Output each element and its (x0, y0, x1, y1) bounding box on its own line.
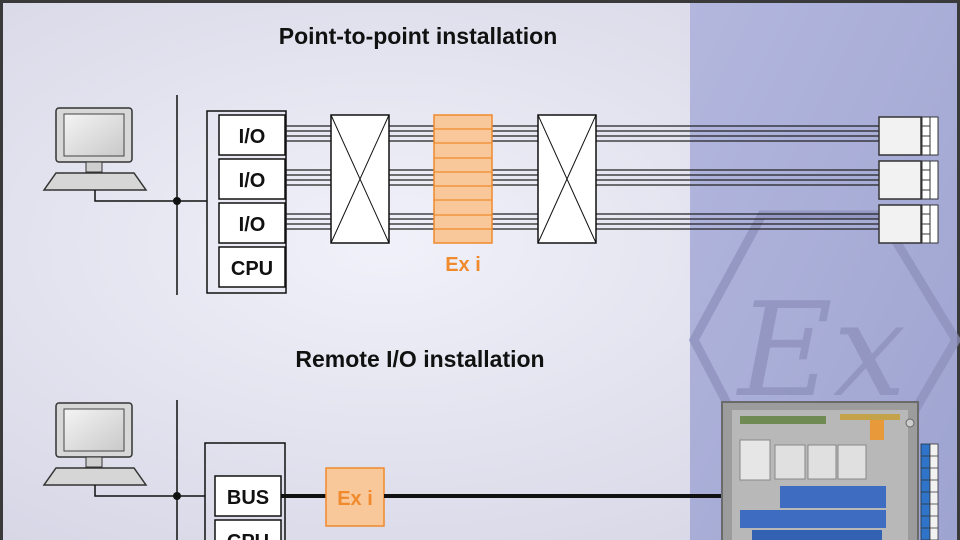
ex-i-barrier-label: Ex i (445, 254, 481, 276)
svg-text:I/O: I/O (239, 214, 266, 236)
computer-icon-2 (42, 402, 181, 500)
field-device-2 (878, 160, 939, 200)
io-module-2: I/O (218, 158, 286, 200)
svg-text:I/O: I/O (239, 170, 266, 192)
marshalling-cabinet-2 (537, 114, 597, 244)
bus-module: BUS (214, 475, 282, 517)
cpu-module-2: CPU (214, 519, 282, 540)
controller-rack (206, 110, 287, 294)
io-module-1: I/O (218, 114, 286, 156)
field-device-3 (878, 204, 939, 244)
ex-i-bus-barrier: Ex i (325, 467, 385, 527)
svg-text:I/O: I/O (239, 126, 266, 148)
ex-hazard-symbol: Ex (688, 210, 960, 475)
remote-io-title: Remote I/O installation (295, 346, 544, 372)
svg-text:CPU: CPU (227, 531, 269, 540)
terminal-strip (920, 443, 939, 540)
svg-text:CPU: CPU (231, 258, 273, 280)
svg-text:Ex i: Ex i (337, 488, 373, 510)
io-module-3: I/O (218, 202, 286, 244)
ex-hazard-text: Ex (736, 274, 906, 426)
remote-io-cabinet (721, 401, 919, 540)
svg-text:BUS: BUS (227, 487, 269, 509)
field-device-1 (878, 116, 939, 156)
cpu-module: CPU (218, 246, 286, 288)
ex-i-barrier (433, 114, 493, 244)
computer-icon (42, 107, 181, 205)
point-to-point-title: Point-to-point installation (279, 23, 558, 49)
marshalling-cabinet-1 (330, 114, 390, 244)
